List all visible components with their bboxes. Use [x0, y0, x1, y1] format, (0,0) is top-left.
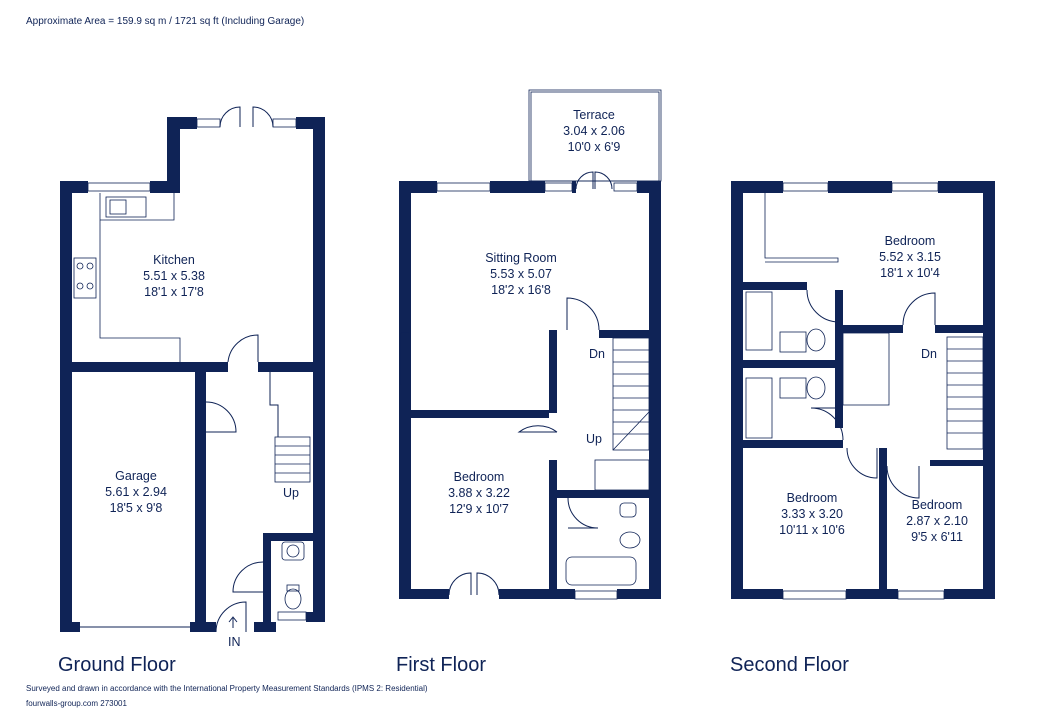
sitting-room-metric: 5.53 x 5.07 — [490, 267, 552, 281]
bedroom-third-imperial: 10'11 x 10'6 — [779, 523, 845, 537]
bedroom-second-name: Bedroom — [885, 234, 936, 248]
bedroom-fourth-imperial: 9'5 x 6'11 — [911, 530, 963, 544]
measurement-standards-note: Surveyed and drawn in accordance with th… — [26, 684, 428, 693]
bedroom-first-name: Bedroom — [454, 470, 505, 484]
stairs-down-first: Dn — [589, 347, 605, 361]
first-floor-plan — [399, 89, 662, 600]
bedroom-second-metric: 5.52 x 3.15 — [879, 250, 941, 264]
kitchen-imperial: 18'1 x 17'8 — [144, 285, 204, 299]
ground-floor-title: Ground Floor — [58, 654, 176, 676]
stairs-up-ground: Up — [283, 486, 299, 500]
stairs-up-first: Up — [586, 432, 602, 446]
terrace-name: Terrace — [573, 108, 615, 122]
garage-imperial: 18'5 x 9'8 — [110, 501, 163, 515]
entrance-label: IN — [228, 635, 241, 649]
sitting-room-name: Sitting Room — [485, 251, 557, 265]
bedroom-first-metric: 3.88 x 3.22 — [448, 486, 510, 500]
second-floor-plan — [731, 181, 995, 600]
bedroom-first-imperial: 12'9 x 10'7 — [449, 502, 509, 516]
bedroom-fourth-name: Bedroom — [912, 498, 963, 512]
second-floor-title: Second Floor — [730, 654, 849, 676]
stairs-down-second: Dn — [921, 347, 937, 361]
terrace-metric: 3.04 x 2.06 — [563, 124, 625, 138]
bedroom-third-name: Bedroom — [787, 491, 838, 505]
bedroom-third-metric: 3.33 x 3.20 — [781, 507, 843, 521]
first-floor-title: First Floor — [396, 654, 486, 676]
terrace-imperial: 10'0 x 6'9 — [568, 140, 621, 154]
sitting-room-imperial: 18'2 x 16'8 — [491, 283, 551, 297]
bedroom-fourth-metric: 2.87 x 2.10 — [906, 514, 968, 528]
approximate-area: Approximate Area = 159.9 sq m / 1721 sq … — [26, 16, 305, 27]
reference-number: fourwalls-group.com 273001 — [26, 699, 127, 708]
kitchen-name: Kitchen — [153, 253, 195, 267]
garage-name: Garage — [115, 469, 157, 483]
kitchen-metric: 5.51 x 5.38 — [143, 269, 205, 283]
garage-metric: 5.61 x 2.94 — [105, 485, 167, 499]
ground-floor-plan — [60, 106, 325, 633]
bedroom-second-imperial: 18'1 x 10'4 — [880, 266, 940, 280]
